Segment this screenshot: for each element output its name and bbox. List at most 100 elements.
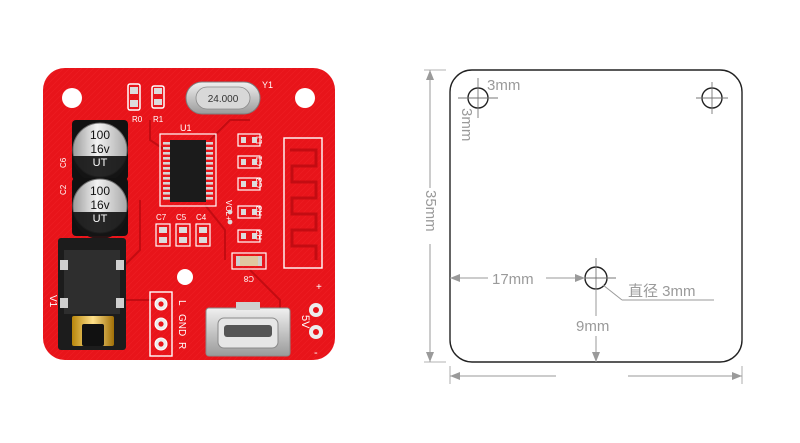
r2-pad-a xyxy=(241,233,246,239)
mounting-hole-top-left xyxy=(62,88,82,108)
u1-pin xyxy=(206,152,213,155)
u1-silk-outline xyxy=(159,133,217,207)
header-pin-gnd-hole xyxy=(158,321,164,327)
pad-plus-hole xyxy=(313,307,319,313)
pad-minus-hole xyxy=(313,329,319,335)
r3-outline xyxy=(237,205,261,219)
cap1-line1: 100 xyxy=(90,128,110,142)
u1-pin xyxy=(206,197,213,200)
resistors-top: R0 R1 xyxy=(127,83,165,124)
cap2-line1: 100 xyxy=(90,184,110,198)
smd-column: L1 C1 C3 R3 R2 VOL+ xyxy=(224,133,264,243)
mounting-hole-top-right xyxy=(295,88,315,108)
pcb-board: 24.000 Y1 R0 R1 U1 100 16 xyxy=(43,68,335,360)
c3-pad-a xyxy=(241,181,246,187)
header-outline xyxy=(149,291,173,357)
dim-height-arrow-top xyxy=(426,70,434,80)
r0-pad-2 xyxy=(130,100,138,107)
dim-diameter-label: 直径 3mm xyxy=(628,283,696,300)
dim-diameter-leader xyxy=(602,284,623,301)
r1-pad xyxy=(154,88,162,94)
c4-pad-a xyxy=(199,227,207,233)
label-u1: U1 xyxy=(180,123,192,133)
dim-hole-offset-x: 3mm xyxy=(487,77,520,94)
u1-pin xyxy=(163,157,170,160)
label-l: L xyxy=(176,300,187,306)
label-y1: Y1 xyxy=(262,80,273,90)
dimension-drawing: 3mm 3mm 35mm 17mm 9mm 直径 3mm xyxy=(422,69,743,384)
label-c5: C5 xyxy=(176,213,187,222)
label-gnd: GND xyxy=(176,314,187,336)
crystal-y1: 24.000 Y1 xyxy=(185,80,273,115)
jack-pin-1 xyxy=(60,260,68,270)
label-c7: C7 xyxy=(156,213,167,222)
c4-outline xyxy=(195,223,211,247)
c8-pad-a xyxy=(236,256,240,266)
capacitor-top: 100 16v UT C6 xyxy=(59,120,128,183)
u1-pin xyxy=(206,182,213,185)
c8-body xyxy=(238,256,260,266)
c1-pad-b xyxy=(252,159,257,165)
u1-pin xyxy=(163,192,170,195)
c3-outline xyxy=(237,177,261,191)
dim-center-y-label-bg xyxy=(574,316,618,336)
u1-pin xyxy=(163,142,170,145)
label-c2: C2 xyxy=(59,184,68,195)
c8-pad-b xyxy=(258,256,262,266)
capacitor-c8: C8 xyxy=(231,252,267,283)
cap1-line2: 16v xyxy=(90,142,109,156)
u1-package xyxy=(170,140,206,202)
u1-pin xyxy=(163,167,170,170)
u1-pin xyxy=(206,187,213,190)
u1-pin xyxy=(206,192,213,195)
r1-outline xyxy=(151,85,165,109)
antenna-outline xyxy=(283,137,323,269)
cap-row: C7 C5 C4 xyxy=(155,213,211,247)
crystal-label: 24.000 xyxy=(208,94,239,105)
label-v1: V1 xyxy=(47,295,58,308)
label-r0: R0 xyxy=(132,115,143,124)
dim-center-y-arrow xyxy=(592,352,600,362)
label-minus: - xyxy=(314,347,318,359)
u1-pin xyxy=(206,157,213,160)
label-plus: + xyxy=(316,282,322,293)
u1-pin xyxy=(206,167,213,170)
l1-pad-b xyxy=(252,137,257,143)
u1-pin xyxy=(163,182,170,185)
label-c6: C6 xyxy=(59,157,68,168)
jack-pin-2 xyxy=(116,260,124,270)
cap1-line3: UT xyxy=(93,157,108,169)
header-pin-l-hole xyxy=(158,301,164,307)
label-r: R xyxy=(176,342,187,349)
u1-pin xyxy=(206,162,213,165)
label-c4: C4 xyxy=(196,213,207,222)
c7-pad-a xyxy=(159,227,167,233)
micro-usb xyxy=(205,302,291,357)
vol-pad-2 xyxy=(227,219,233,225)
label-c8: C8 xyxy=(243,274,254,283)
l1-outline xyxy=(237,133,261,147)
r0-outline xyxy=(127,83,141,111)
cap2-band xyxy=(73,212,127,239)
dim-height-arrow-bottom xyxy=(426,352,434,362)
dim-center-x-arrow-left xyxy=(450,274,460,282)
label-5v: 5V xyxy=(299,315,311,329)
u1-pin xyxy=(206,177,213,180)
usb-tongue xyxy=(224,325,272,337)
r2-outline xyxy=(237,229,261,243)
crystal-top xyxy=(195,86,251,110)
dim-hole-offset-y: 3mm xyxy=(458,108,475,141)
dim-height-label-bg xyxy=(422,188,438,244)
u1-pin xyxy=(163,172,170,175)
jack-top xyxy=(64,250,120,314)
c8-outline xyxy=(231,252,267,270)
u1-pin xyxy=(206,142,213,145)
dim-center-x-label: 17mm xyxy=(492,271,534,288)
u1-pin xyxy=(163,147,170,150)
l1-pad-a xyxy=(241,137,246,143)
antenna-trace xyxy=(290,148,318,260)
vol-pad-1 xyxy=(227,209,233,215)
jack-socket-hole xyxy=(82,324,104,346)
chip-u1: U1 xyxy=(159,123,217,207)
r1-pad-2 xyxy=(154,99,162,105)
